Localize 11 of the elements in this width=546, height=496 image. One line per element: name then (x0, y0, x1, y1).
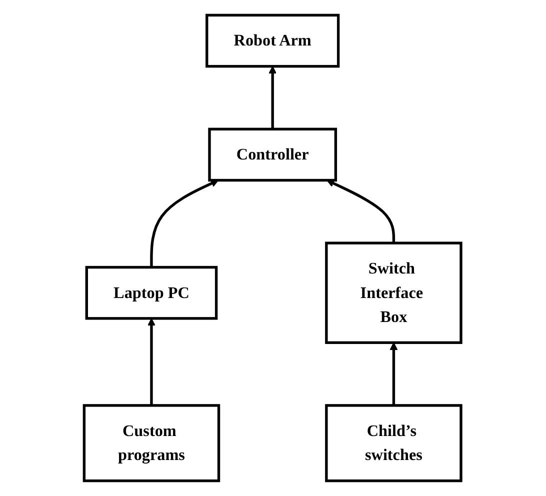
arrow (327, 180, 396, 244)
arrow (390, 342, 398, 406)
node-box: Switch Interface Box (325, 242, 463, 344)
arrow (148, 318, 156, 406)
node-box: Custom programs (83, 404, 220, 482)
node-box: Robot Arm (206, 14, 340, 68)
arrow (150, 180, 219, 268)
node-box: Laptop PC (86, 266, 218, 320)
node-box: Child’s switches (325, 404, 463, 482)
node-box: Controller (208, 128, 338, 182)
arrow (269, 66, 277, 130)
